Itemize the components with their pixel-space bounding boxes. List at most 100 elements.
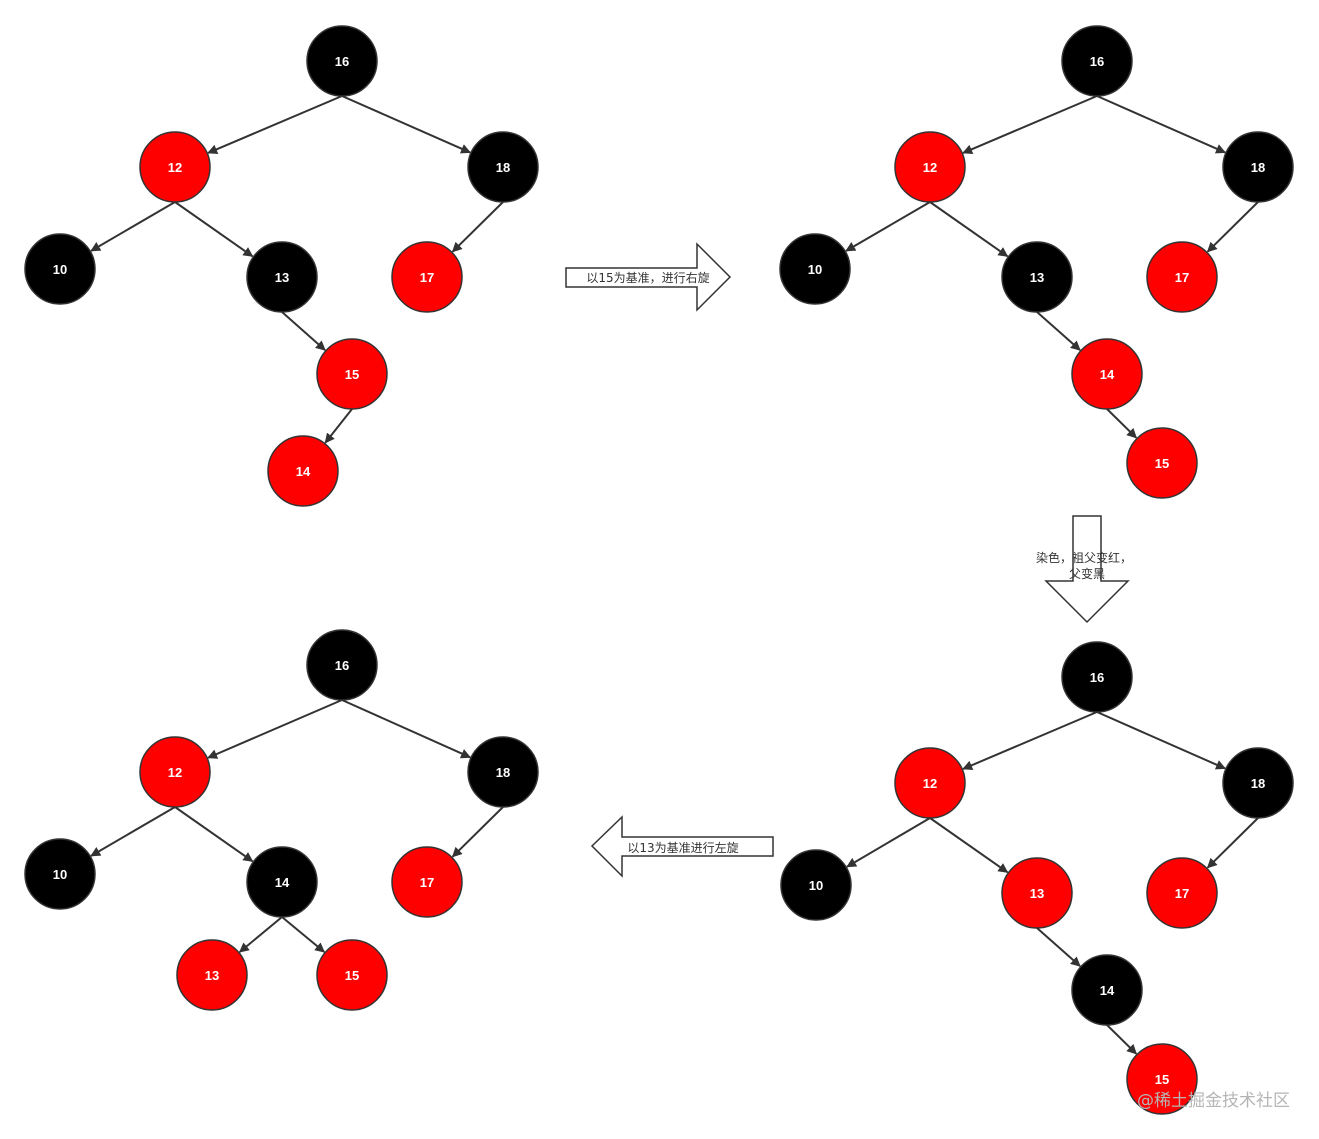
- node-12: 12: [894, 131, 966, 203]
- node-circle-red: [1001, 857, 1073, 929]
- node-label: 13: [1030, 270, 1044, 285]
- node-circle-black: [467, 131, 539, 203]
- node-label: 10: [809, 878, 823, 893]
- tree-after-left-rotation: 16 12 18 10 14 17 13 15: [24, 629, 539, 1011]
- node-circle-red: [316, 939, 388, 1011]
- recolor-label-line1: 染色，祖父变红，: [1036, 550, 1132, 565]
- edge-12-to-14: [174, 806, 254, 863]
- node-circle-black: [1222, 131, 1294, 203]
- node-label: 10: [53, 867, 67, 882]
- node-12: 12: [894, 747, 966, 819]
- node-label: 18: [496, 765, 510, 780]
- node-label: 12: [168, 765, 182, 780]
- edge-16-to-12: [207, 95, 343, 154]
- node-label: 15: [1155, 456, 1169, 471]
- node-circle-red: [139, 736, 211, 808]
- right-arrow-shape: [565, 242, 732, 312]
- down-arrow-shape: [1044, 515, 1130, 624]
- node-circle-black: [1071, 954, 1143, 1026]
- edge-16-to-12: [962, 95, 1098, 154]
- node-18: 18: [467, 736, 539, 808]
- node-circle-red: [1126, 427, 1198, 499]
- node-label: 10: [808, 262, 822, 277]
- node-label: 18: [1251, 160, 1265, 175]
- node-10: 10: [780, 849, 852, 921]
- node-16: 16: [1061, 641, 1133, 713]
- node-label: 13: [1030, 886, 1044, 901]
- node-label: 14: [296, 464, 311, 479]
- tree-after-recolor: 16 12 18 10 13 17 14 15: [780, 641, 1294, 1115]
- edge-12-to-10: [90, 806, 176, 857]
- edge-18-to-17: [451, 201, 504, 253]
- edge-12-to-10: [846, 817, 931, 868]
- node-18: 18: [467, 131, 539, 203]
- node-circle-red: [1146, 857, 1218, 929]
- edge-18-to-17: [1206, 817, 1259, 869]
- node-circle-black: [1001, 241, 1073, 313]
- right-rotate-arrow: 以15为基准，进行右旋: [565, 242, 732, 312]
- node-circle-black: [246, 846, 318, 918]
- node-label: 17: [420, 875, 434, 890]
- node-label: 12: [168, 160, 182, 175]
- node-15: 15: [316, 338, 388, 410]
- node-10: 10: [24, 838, 96, 910]
- node-14: 14: [1071, 954, 1143, 1026]
- node-13: 13: [1001, 857, 1073, 929]
- node-label: 15: [345, 968, 359, 983]
- edge-12-to-13: [929, 817, 1009, 874]
- node-label: 16: [1090, 54, 1104, 69]
- node-16: 16: [306, 629, 378, 701]
- node-circle-red: [1146, 241, 1218, 313]
- node-16: 16: [1061, 25, 1133, 97]
- node-17: 17: [391, 241, 463, 313]
- node-label: 13: [205, 968, 219, 983]
- node-label: 12: [923, 776, 937, 791]
- edge-16-to-12: [962, 711, 1098, 770]
- node-label: 17: [1175, 886, 1189, 901]
- edge-14-to-13: [238, 916, 283, 953]
- node-17: 17: [391, 846, 463, 918]
- node-16: 16: [306, 25, 378, 97]
- watermark: @稀土掘金技术社区: [1137, 1091, 1290, 1111]
- node-14: 14: [267, 435, 339, 507]
- node-label: 16: [335, 658, 349, 673]
- node-label: 15: [345, 367, 359, 382]
- node-circle-black: [467, 736, 539, 808]
- node-15: 15: [1126, 1043, 1198, 1115]
- node-label: 16: [335, 54, 349, 69]
- node-label: 10: [53, 262, 67, 277]
- recolor-arrow: 染色，祖父变红， 父变黑: [1036, 515, 1132, 624]
- node-18: 18: [1222, 747, 1294, 819]
- node-12: 12: [139, 736, 211, 808]
- edge-16-to-18: [1096, 711, 1226, 770]
- node-circle-red: [894, 747, 966, 819]
- node-circle-black: [24, 233, 96, 305]
- node-circle-black: [1222, 747, 1294, 819]
- node-circle-black: [24, 838, 96, 910]
- node-12: 12: [139, 131, 211, 203]
- edge-14-to-15: [1106, 1024, 1138, 1055]
- node-circle-black: [1061, 25, 1133, 97]
- edge-16-to-12: [207, 699, 343, 759]
- left-arrow-shape: [590, 815, 774, 878]
- node-15: 15: [1126, 427, 1198, 499]
- node-circle-red: [316, 338, 388, 410]
- node-label: 15: [1155, 1072, 1169, 1087]
- edge-13-to-14: [1036, 311, 1081, 351]
- node-label: 18: [496, 160, 510, 175]
- node-circle-black: [306, 25, 378, 97]
- node-label: 17: [420, 270, 434, 285]
- node-circle-black: [1061, 641, 1133, 713]
- edge-13-to-15: [281, 311, 326, 351]
- node-label: 16: [1090, 670, 1104, 685]
- edge-15-to-14: [324, 408, 353, 444]
- node-circle-red: [894, 131, 966, 203]
- node-label: 14: [1100, 983, 1115, 998]
- edge-18-to-17: [1206, 201, 1259, 253]
- node-label: 14: [275, 875, 290, 890]
- node-circle-red: [391, 846, 463, 918]
- node-circle-black: [246, 241, 318, 313]
- recolor-label-line2: 父变黑: [1069, 566, 1105, 581]
